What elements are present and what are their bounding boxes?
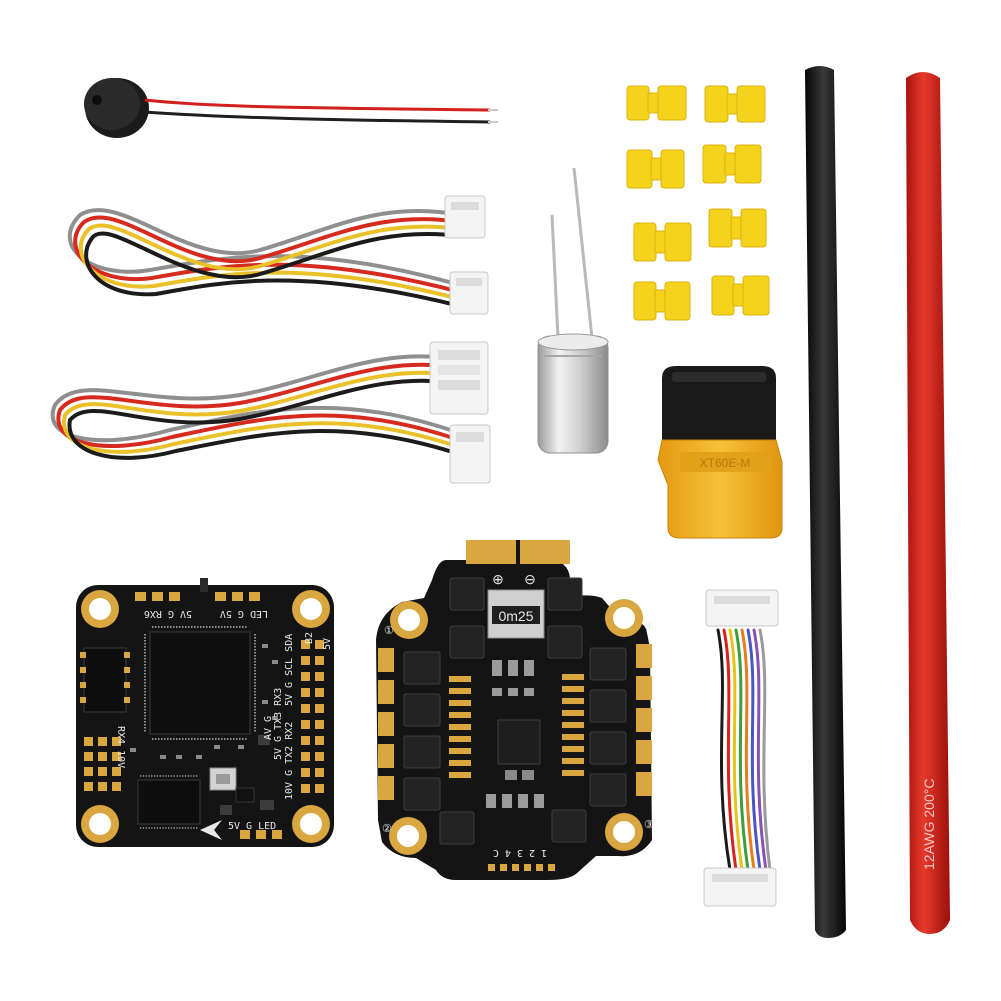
wire-rating-label: 12AWG 200°C xyxy=(921,779,937,870)
grommet-8 xyxy=(711,275,770,316)
fc-right-label-1: 5V G SCL SDA xyxy=(284,634,295,706)
fc-left-label-2: AV G xyxy=(263,716,274,740)
esc-shunt-label: 0m25 xyxy=(498,608,533,624)
esc-motor-3: ② xyxy=(382,823,392,835)
esc-plus-label: ⊕ xyxy=(492,571,504,587)
fc-5v-label: 5V xyxy=(322,638,333,650)
fc-right-label-2: 5V G TX3 RX3 xyxy=(273,688,284,760)
connector-head-lower-a xyxy=(429,341,489,415)
xt60-connector: XT60E-M xyxy=(657,366,783,539)
grommet-1 xyxy=(626,85,687,121)
grommet-6 xyxy=(708,208,767,248)
jst-head-bottom xyxy=(703,867,777,907)
grommet-4 xyxy=(702,144,762,184)
fc-bottom-label: 5V G LED xyxy=(228,821,276,832)
fc-left-label-1: RX4 10V xyxy=(115,726,126,768)
esc-minus-label: ⊖ xyxy=(524,571,536,587)
esc-bottom-pins: 1 2 3 4 C xyxy=(493,847,547,858)
red-silicone-wire: 12AWG 200°C xyxy=(906,72,950,934)
buzzer xyxy=(84,78,498,138)
xt60-label: XT60E-M xyxy=(700,456,751,470)
esc-to-fc-cable xyxy=(703,589,779,907)
esc-motor-4: ③ xyxy=(644,819,654,831)
connector-cable-upper xyxy=(66,195,489,315)
connector-cable-lower xyxy=(50,341,491,484)
fc-top-label-2: LED G 5V xyxy=(220,608,268,619)
connector-head-lower-b xyxy=(449,424,491,484)
rubber-grommets xyxy=(626,85,770,321)
fc-corner-label: B2 xyxy=(304,632,315,644)
jst-head-top xyxy=(705,589,779,627)
grommet-5 xyxy=(633,222,692,262)
esc-motor-2: ④ xyxy=(644,621,654,633)
esc-board: 0m25 ⊕ ⊖ xyxy=(376,540,654,880)
fc-right-label-3: 10V G TX2 RX2 xyxy=(284,722,295,800)
grommet-7 xyxy=(633,281,691,321)
grommet-2 xyxy=(704,85,766,123)
flight-controller-board: 5V G RX6 LED G 5V xyxy=(76,578,334,847)
capacitor xyxy=(537,167,609,454)
connector-head-upper-a xyxy=(444,195,486,239)
fc-top-label-1: 5V G RX6 xyxy=(144,608,192,619)
connector-head-upper-b xyxy=(449,271,489,315)
esc-motor-1: ① xyxy=(384,625,394,637)
black-silicone-wire xyxy=(805,66,846,938)
grommet-3 xyxy=(626,149,685,189)
